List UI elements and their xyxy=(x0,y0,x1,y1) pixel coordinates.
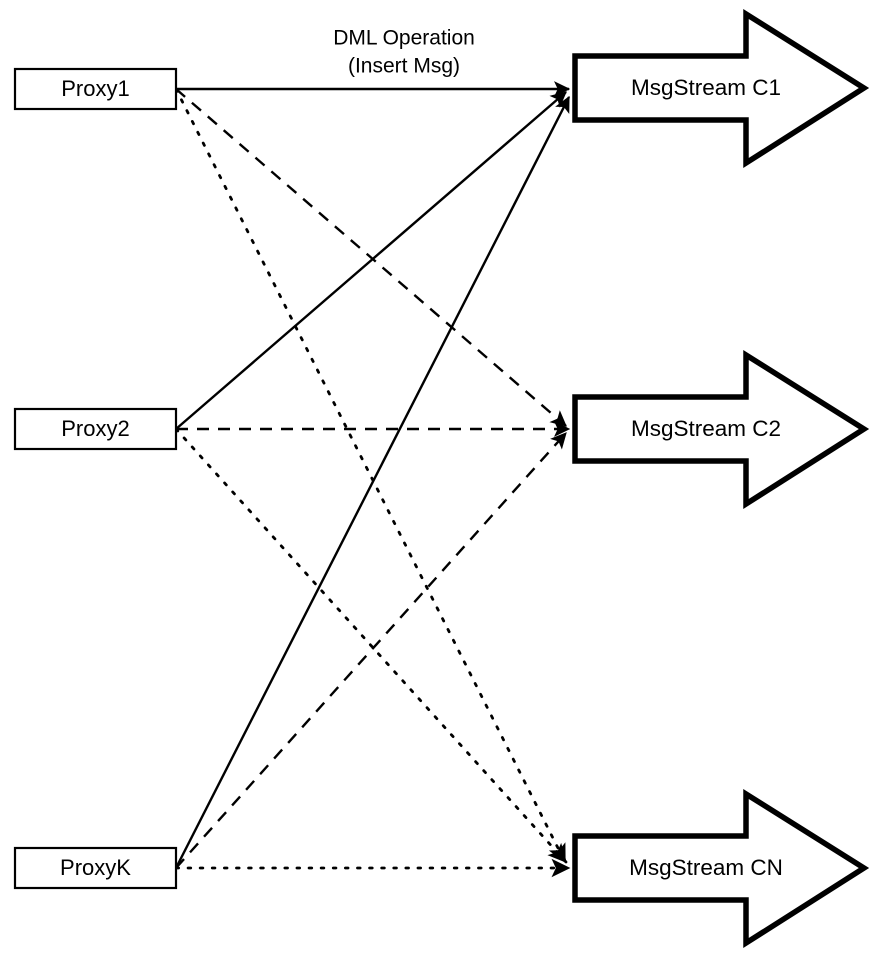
proxy2-label: Proxy2 xyxy=(61,416,129,441)
msgstream-nodes-group: MsgStream C1 MsgStream C2 MsgStream CN xyxy=(572,9,870,949)
msgstream-node-cn[interactable]: MsgStream CN xyxy=(572,789,870,949)
msgstream-cn-label: MsgStream CN xyxy=(629,855,783,880)
dml-operation-annotation: DML Operation (Insert Msg) xyxy=(333,27,475,78)
connection-proxyK-to-c1 xyxy=(174,95,571,869)
proxy-node-proxy2[interactable]: Proxy2 xyxy=(13,407,178,451)
proxyK-box[interactable] xyxy=(13,846,178,890)
msgstream-c2-label: MsgStream C2 xyxy=(631,416,781,441)
proxy-node-proxy1[interactable]: Proxy1 xyxy=(13,67,178,111)
msgstream-c2-arrow-shape[interactable] xyxy=(572,350,870,510)
msgstream-c1-label: MsgStream C1 xyxy=(631,75,781,100)
connection-proxy2-to-cn xyxy=(174,427,568,864)
msgstream-node-c2[interactable]: MsgStream C2 xyxy=(572,350,870,510)
connection-proxy1-to-cn xyxy=(174,87,567,864)
connection-proxy2-to-c1 xyxy=(175,91,567,430)
proxy1-box[interactable] xyxy=(13,67,178,111)
connection-lines-group xyxy=(174,81,571,878)
proxy2-box[interactable] xyxy=(13,407,178,451)
connection-proxyK-to-c2 xyxy=(175,432,567,869)
proxy-node-proxyK[interactable]: ProxyK xyxy=(13,846,178,890)
msgstream-c1-arrow-shape[interactable] xyxy=(572,9,870,169)
msgstream-cn-arrow-shape[interactable] xyxy=(572,789,870,949)
connection-proxy1-to-c2 xyxy=(175,88,567,427)
proxy-nodes-group: Proxy1 Proxy2 ProxyK xyxy=(13,67,178,890)
proxy1-label: Proxy1 xyxy=(61,76,129,101)
annotation-line-1: DML Operation xyxy=(333,27,475,50)
annotation-line-2: (Insert Msg) xyxy=(348,55,460,78)
proxyK-label: ProxyK xyxy=(60,855,131,880)
msgstream-node-c1[interactable]: MsgStream C1 xyxy=(572,9,870,169)
